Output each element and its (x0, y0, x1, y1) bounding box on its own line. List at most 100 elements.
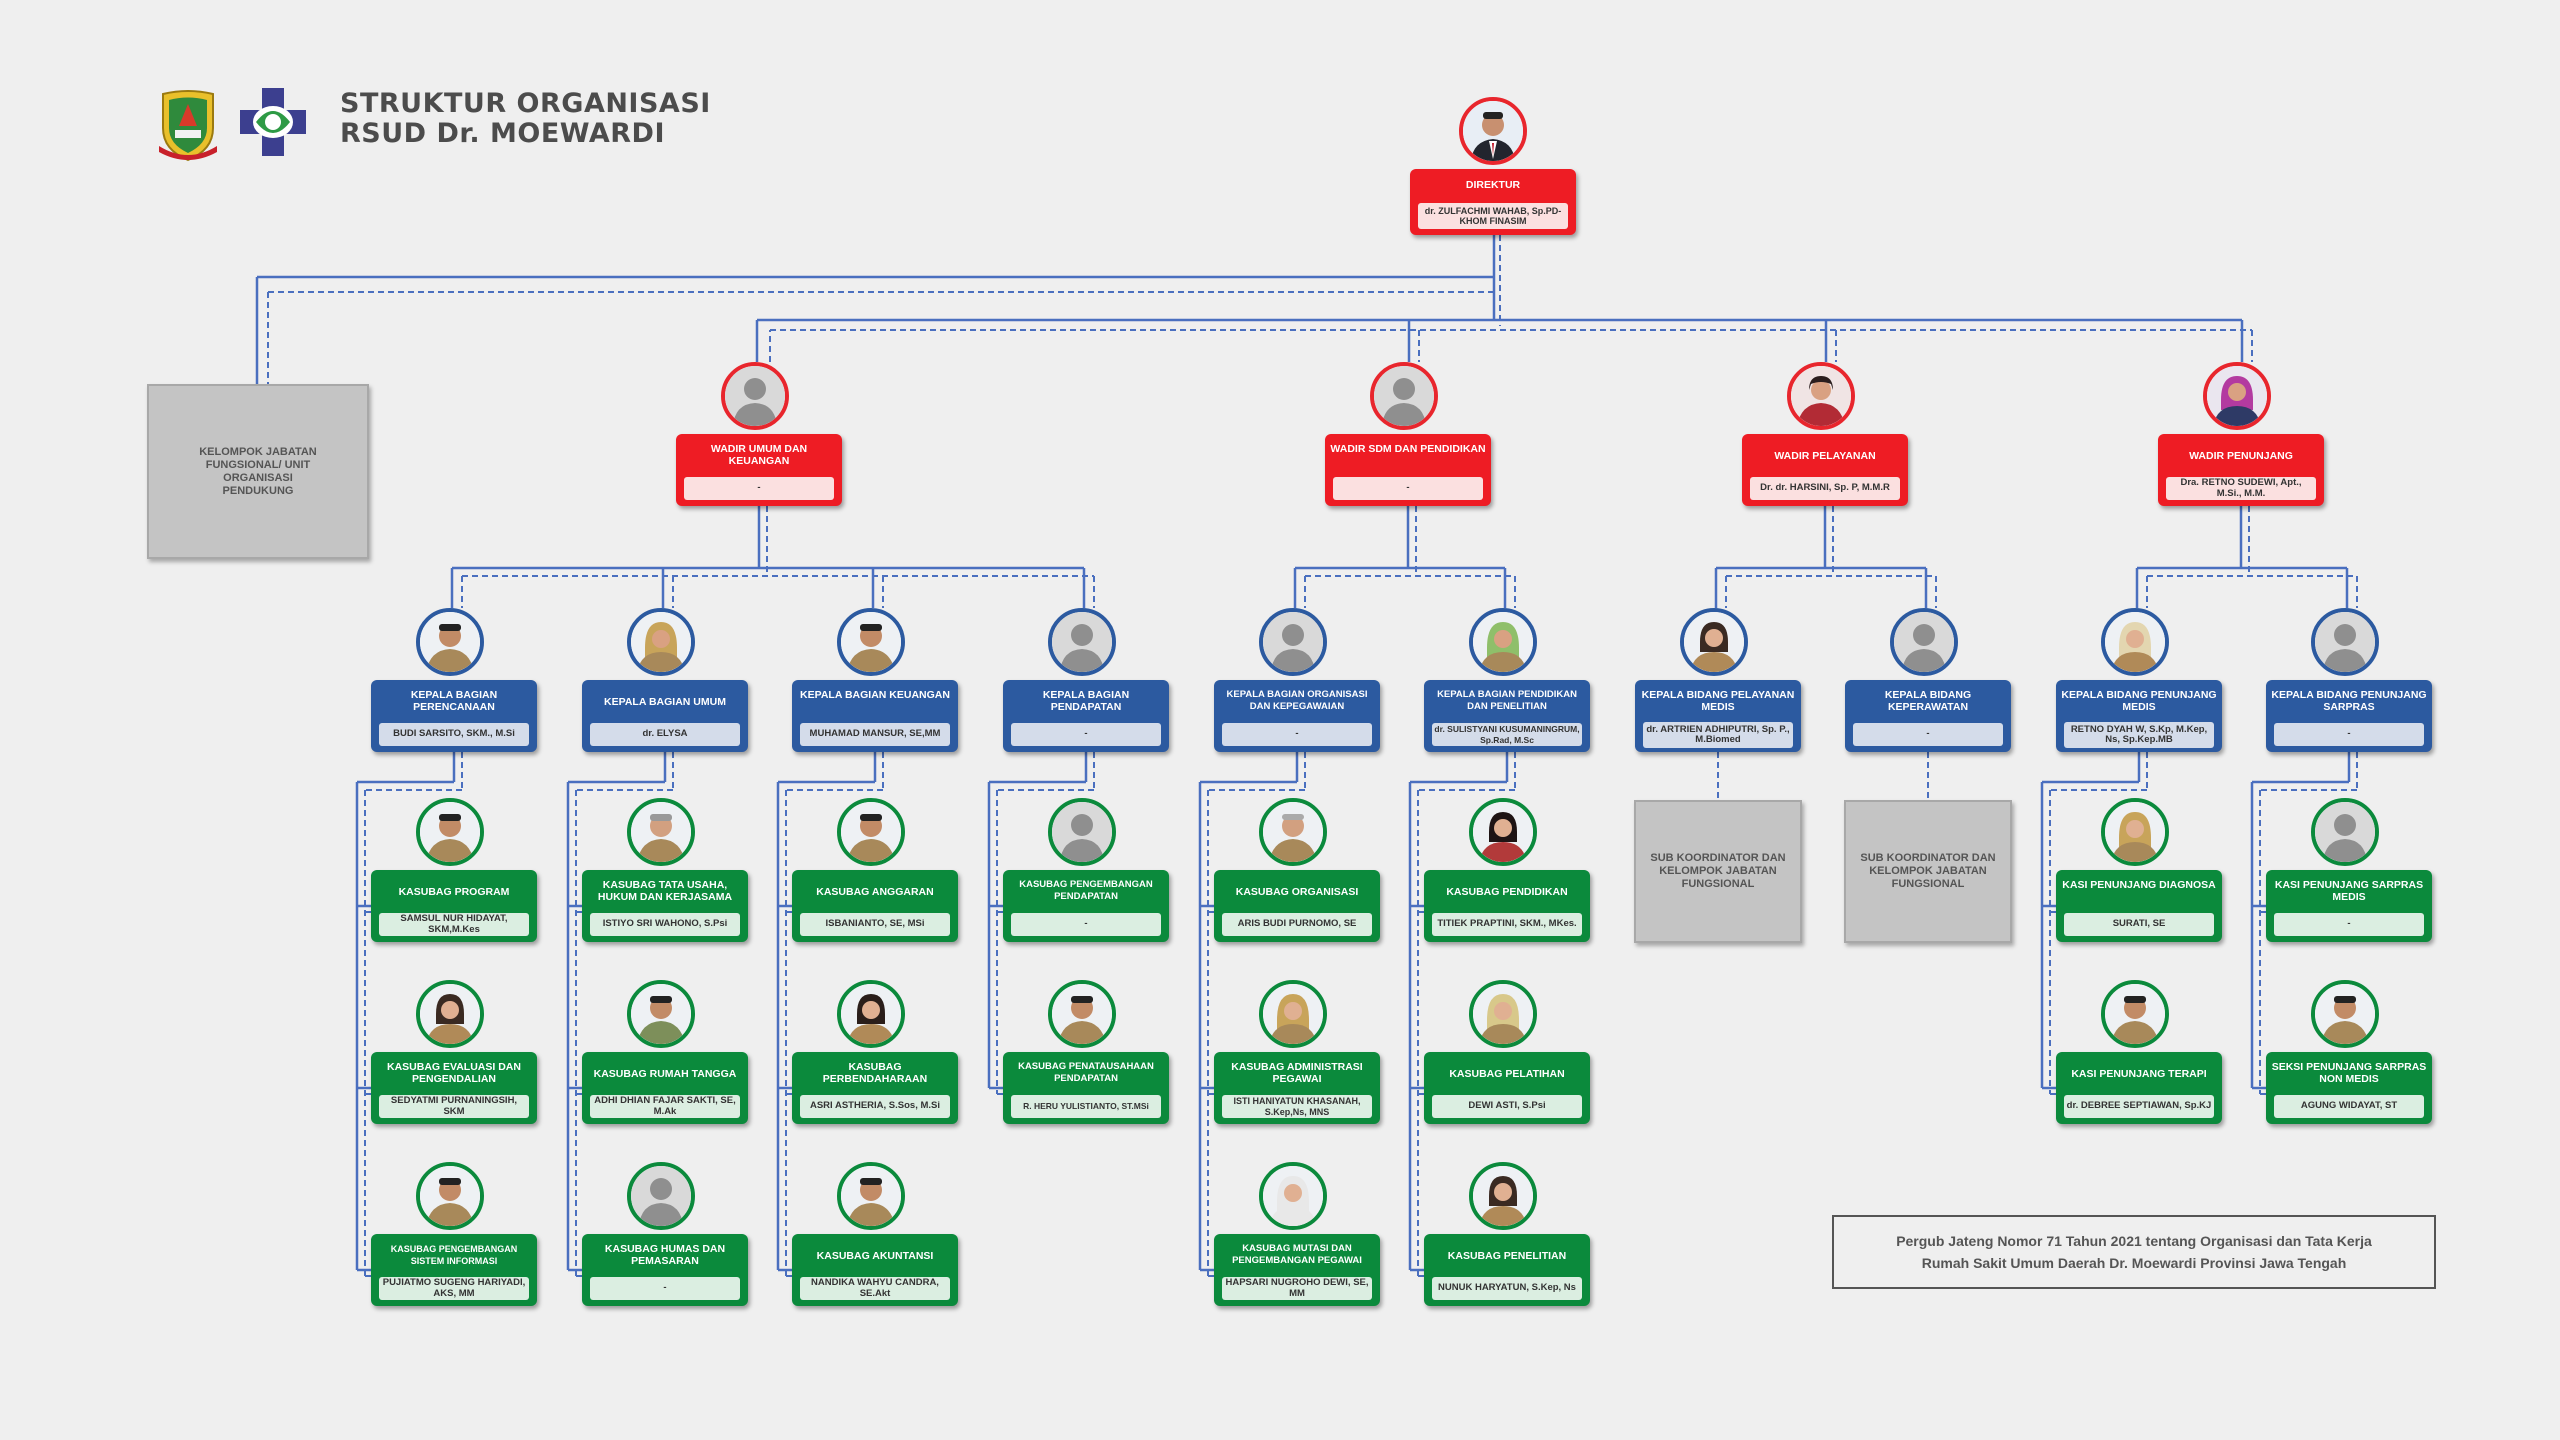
sub-card: KASUBAG PENGEMBANGAN PENDAPATAN - (1003, 870, 1169, 942)
page-title-line1: STRUKTUR ORGANISASI (340, 88, 711, 119)
sub-card: KASUBAG RUMAH TANGGA ADHI DHIAN FAJAR SA… (582, 1052, 748, 1124)
node-title: KEPALA BIDANG KEPERAWATAN (1884, 689, 1972, 713)
sub-photo (837, 1162, 905, 1230)
node-title: KEPALA BAGIAN PENDIDIKAN DAN PENELITIAN (1437, 689, 1577, 712)
node-title: KASUBAG TATA USAHA, HUKUM DAN KERJASAMA (597, 879, 733, 903)
wadir-photo (1787, 362, 1855, 430)
sub-photo (837, 798, 905, 866)
sub-card: KASUBAG HUMAS DAN PEMASARAN - (582, 1234, 748, 1306)
wadir-photo (2203, 362, 2271, 430)
node-title: KEPALA BAGIAN KEUANGAN (800, 689, 950, 701)
sub-photo (1048, 798, 1116, 866)
node-name: ASRI ASTHERIA, S.Sos, M.Si (800, 1095, 950, 1118)
node-title: KASI PENUNJANG SARPRAS MEDIS (2274, 879, 2424, 903)
sub-card: KASUBAG PERBENDAHARAAN ASRI ASTHERIA, S.… (792, 1052, 958, 1124)
sub-card: SEKSI PENUNJANG SARPRAS NON MEDIS AGUNG … (2266, 1052, 2432, 1124)
page-title-line2: RSUD Dr. MOEWARDI (340, 118, 665, 149)
node-name: ISTIYO SRI WAHONO, S.Psi (590, 913, 740, 936)
node-title: KASI PENUNJANG DIAGNOSA (2062, 879, 2216, 891)
head-photo (2101, 608, 2169, 676)
sub-card: KASUBAG ORGANISASI ARIS BUDI PURNOMO, SE (1214, 870, 1380, 942)
head-card: KEPALA BIDANG PENUNJANG SARPRAS - (2266, 680, 2432, 752)
node-name: RETNO DYAH W, S.Kp, M.Kep, Ns, Sp.Kep.MB (2064, 722, 2214, 748)
jateng-emblem-icon (157, 88, 219, 162)
head-photo (1680, 608, 1748, 676)
node-title: KASUBAG PENGEMBANGAN PENDAPATAN (1019, 879, 1153, 902)
node-title: SEKSI PENUNJANG SARPRAS NON MEDIS (2271, 1061, 2427, 1085)
head-photo (1048, 608, 1116, 676)
node-title: KASUBAG ADMINISTRASI PEGAWAI (1231, 1061, 1363, 1085)
sub-card: KASUBAG ADMINISTRASI PEGAWAI ISTI HANIYA… (1214, 1052, 1380, 1124)
sub-card: KASUBAG PENDIDIKAN TITIEK PRAPTINI, SKM.… (1424, 870, 1590, 942)
sub-card: KASUBAG PELATIHAN DEWI ASTI, S.Psi (1424, 1052, 1590, 1124)
node-title: KEPALA BAGIAN PENDAPATAN (1042, 689, 1130, 713)
head-card: KEPALA BAGIAN KEUANGAN MUHAMAD MANSUR, S… (792, 680, 958, 752)
node-name: dr. ZULFACHMI WAHAB, Sp.PD-KHOM FINASIM (1418, 203, 1568, 229)
node-title: KASUBAG AKUNTANSI (816, 1250, 934, 1262)
node-name: ARIS BUDI PURNOMO, SE (1222, 913, 1372, 936)
sub-card: KASUBAG TATA USAHA, HUKUM DAN KERJASAMA … (582, 870, 748, 942)
sub-photo (416, 1162, 484, 1230)
head-photo (1469, 608, 1537, 676)
node-name: - (1011, 913, 1161, 936)
head-card: KEPALA BAGIAN UMUM dr. ELYSA (582, 680, 748, 752)
sub-photo (627, 798, 695, 866)
wadir-photo (1370, 362, 1438, 430)
sub-card: KASUBAG PROGRAM SAMSUL NUR HIDAYAT, SKM,… (371, 870, 537, 942)
node-name: NUNUK HARYATUN, S.Kep, Ns (1432, 1277, 1582, 1300)
head-card: KEPALA BIDANG KEPERAWATAN - (1845, 680, 2011, 752)
sub-photo (1259, 1162, 1327, 1230)
node-name: ISBANIANTO, SE, MSi (800, 913, 950, 936)
node-title: KASUBAG PENGEMBANGAN SISTEM INFORMASI (390, 1244, 518, 1266)
head-card: KEPALA BIDANG PENUNJANG MEDIS RETNO DYAH… (2056, 680, 2222, 752)
node-title: WADIR PELAYANAN (1774, 450, 1876, 462)
node-name: ISTI HANIYATUN KHASANAH, S.Kep,Ns, MNS (1222, 1095, 1372, 1118)
head-photo (1259, 608, 1327, 676)
regulation-footnote: Pergub Jateng Nomor 71 Tahun 2021 tentan… (1832, 1215, 2436, 1289)
node-name: - (1853, 723, 2003, 746)
head-photo (837, 608, 905, 676)
node-name: dr. ELYSA (590, 723, 740, 746)
node-title: WADIR PENUNJANG (2189, 450, 2293, 462)
sub-photo (1259, 980, 1327, 1048)
node-title: KASUBAG PERBENDAHARAAN (822, 1061, 928, 1085)
head-card: KEPALA BAGIAN PENDIDIKAN DAN PENELITIAN … (1424, 680, 1590, 752)
wadir-card: WADIR UMUM DAN KEUANGAN - (676, 434, 842, 506)
node-name: - (1333, 477, 1483, 500)
node-name: SURATI, SE (2064, 913, 2214, 936)
node-title: KEPALA BIDANG PENUNJANG SARPRAS (2271, 689, 2427, 713)
subkoor-pelayanan-box: SUB KOORDINATOR DAN KELOMPOK JABATAN FUN… (1634, 800, 1802, 943)
node-name: R. HERU YULISTIANTO, ST.MSi (1011, 1095, 1161, 1118)
node-title: KASUBAG EVALUASI DAN PENGENDALIAN (387, 1061, 521, 1085)
node-title: KASUBAG PELATIHAN (1449, 1068, 1565, 1080)
wadir-card: WADIR PENUNJANG Dra. RETNO SUDEWI, Apt.,… (2158, 434, 2324, 506)
node-name: DEWI ASTI, S.Psi (1432, 1095, 1582, 1118)
sub-photo (1469, 1162, 1537, 1230)
node-title: KASUBAG HUMAS DAN PEMASARAN (604, 1243, 726, 1267)
node-title: KASUBAG PENELITIAN (1447, 1250, 1567, 1262)
head-photo (2311, 608, 2379, 676)
sub-photo (837, 980, 905, 1048)
wadir-photo (721, 362, 789, 430)
node-name: dr. ARTRIEN ADHIPUTRI, Sp. P., M.Biomed (1643, 722, 1793, 748)
node-title: KASUBAG PROGRAM (398, 886, 510, 898)
node-title: KASUBAG ANGGARAN (816, 886, 934, 898)
node-title: DIREKTUR (1465, 179, 1521, 191)
node-title: KASUBAG ORGANISASI (1235, 886, 1359, 898)
sub-photo (1469, 798, 1537, 866)
sub-photo (2101, 980, 2169, 1048)
wadir-card: WADIR SDM DAN PENDIDIKAN - (1325, 434, 1491, 506)
node-title: WADIR UMUM DAN KEUANGAN (710, 443, 808, 467)
sub-card: KASI PENUNJANG SARPRAS MEDIS - (2266, 870, 2432, 942)
node-name: MUHAMAD MANSUR, SE,MM (800, 723, 950, 746)
sub-card: KASUBAG AKUNTANSI NANDIKA WAHYU CANDRA, … (792, 1234, 958, 1306)
kemenkes-cross-icon (236, 86, 310, 158)
head-photo (416, 608, 484, 676)
node-name: Dra. RETNO SUDEWI, Apt., M.Si., M.M. (2166, 477, 2316, 500)
head-card: KEPALA BAGIAN PERENCANAAN BUDI SARSITO, … (371, 680, 537, 752)
sub-photo (416, 980, 484, 1048)
sub-card: KASUBAG PENGEMBANGAN SISTEM INFORMASI PU… (371, 1234, 537, 1306)
sub-photo (2311, 798, 2379, 866)
node-title: KEPALA BAGIAN UMUM (604, 696, 726, 708)
